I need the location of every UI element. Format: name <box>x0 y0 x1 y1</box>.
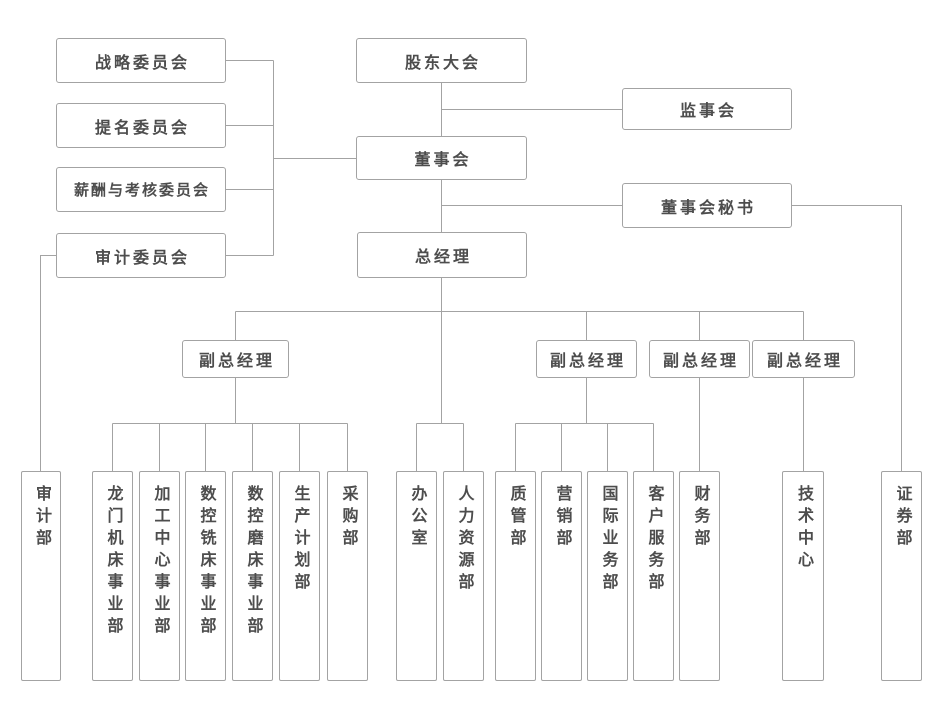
node-deputy-gm-1: 副总经理 <box>182 340 289 378</box>
node-dept-customer-service: 客户服务部 <box>633 471 674 681</box>
node-board-secretary: 董事会秘书 <box>622 183 792 228</box>
node-deputy-gm-2: 副总经理 <box>536 340 637 378</box>
dept-label: 财务部 <box>691 485 709 551</box>
node-strategy-committee: 战略委员会 <box>56 38 226 83</box>
dept-label: 审计部 <box>33 485 50 551</box>
dept-label: 国际业务部 <box>599 485 617 595</box>
node-dept-audit: 审计部 <box>21 471 61 681</box>
node-dept-international-business: 国际业务部 <box>587 471 628 681</box>
node-dept-gantry-machine-tool-division: 龙门机床事业部 <box>92 471 133 681</box>
node-dept-general-office: 办公室 <box>396 471 437 681</box>
dept-label: 客户服务部 <box>645 485 663 595</box>
node-dept-securities: 证券部 <box>881 471 922 681</box>
dept-label: 营销部 <box>553 485 571 551</box>
dept-label: 龙门机床事业部 <box>104 485 122 639</box>
node-dept-cnc-grinding-machine-division: 数控磨床事业部 <box>232 471 273 681</box>
node-supervisory-board: 监事会 <box>622 88 792 130</box>
node-dept-quality-management: 质管部 <box>495 471 536 681</box>
node-dept-human-resources: 人力资源部 <box>443 471 484 681</box>
node-shareholders-meeting: 股东大会 <box>356 38 527 83</box>
node-deputy-gm-3: 副总经理 <box>649 340 750 378</box>
dept-label: 生产计划部 <box>291 485 309 595</box>
node-dept-machining-center-division: 加工中心事业部 <box>139 471 180 681</box>
node-general-manager: 总经理 <box>357 232 527 278</box>
node-deputy-gm-4: 副总经理 <box>752 340 855 378</box>
dept-label: 加工中心事业部 <box>151 485 169 639</box>
node-nomination-committee: 提名委员会 <box>56 103 226 148</box>
node-dept-cnc-milling-machine-division: 数控铣床事业部 <box>185 471 226 681</box>
dept-label: 数控铣床事业部 <box>197 485 215 639</box>
node-dept-production-planning: 生产计划部 <box>279 471 320 681</box>
node-dept-marketing: 营销部 <box>541 471 582 681</box>
node-dept-finance: 财务部 <box>679 471 720 681</box>
node-audit-committee: 审计委员会 <box>56 233 226 278</box>
node-compensation-assessment-committee: 薪酬与考核委员会 <box>56 167 226 212</box>
dept-label: 证券部 <box>893 485 911 551</box>
dept-label: 数控磨床事业部 <box>244 485 262 639</box>
node-board-of-directors: 董事会 <box>356 136 527 180</box>
dept-label: 质管部 <box>507 485 525 551</box>
dept-label: 采购部 <box>339 485 357 551</box>
node-dept-procurement: 采购部 <box>327 471 368 681</box>
dept-label: 技术中心 <box>795 485 812 573</box>
dept-label: 办公室 <box>408 485 426 551</box>
dept-label: 人力资源部 <box>455 485 473 595</box>
node-dept-technology-center: 技术中心 <box>782 471 824 681</box>
